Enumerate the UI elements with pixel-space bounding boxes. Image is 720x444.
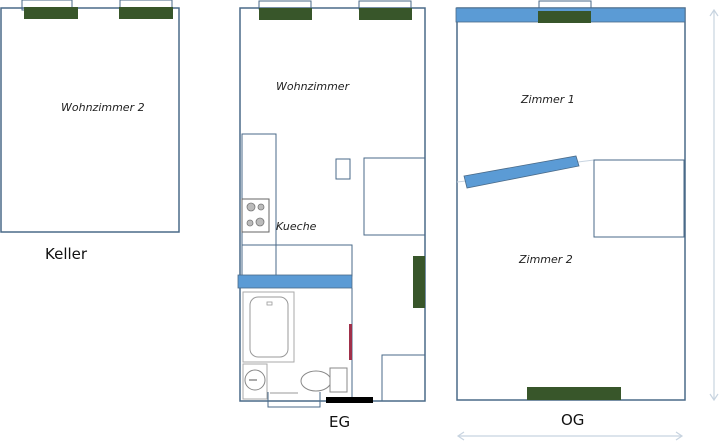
- window-icon: [538, 11, 591, 23]
- window-icon: [359, 8, 412, 20]
- room-label-wohnzimmer-2: Wohnzimmer 2: [61, 101, 145, 114]
- keller-outer-wall: [0, 7, 180, 233]
- floor-label-eg: EG: [329, 413, 351, 431]
- floor-label-og: OG: [561, 411, 585, 429]
- slanted-wall: [463, 155, 580, 189]
- room-label-zimmer-1: Zimmer 1: [521, 93, 575, 106]
- width-dimension-arrow: [456, 431, 684, 441]
- table: [363, 157, 426, 236]
- window-icon: [527, 387, 621, 400]
- height-dimension-arrow: [709, 8, 719, 402]
- og-outer-wall: [456, 7, 686, 401]
- room-label-wohnzimmer: Wohnzimmer: [276, 80, 350, 93]
- partition-line: [456, 180, 467, 183]
- window-icon: [24, 7, 78, 19]
- partition-line: [577, 159, 595, 163]
- room-label-zimmer-2: Zimmer 2: [519, 253, 573, 266]
- window-icon: [119, 7, 173, 19]
- kitchen-counter-bottom: [241, 244, 353, 277]
- chair: [335, 158, 351, 180]
- toilet-icon: [300, 367, 348, 393]
- eg-plan: [237, 0, 426, 408]
- bathtub-icon: [242, 291, 295, 363]
- window-icon: [413, 256, 425, 308]
- keller-plan: [0, 0, 180, 233]
- closet: [593, 159, 685, 238]
- closet: [381, 354, 426, 402]
- og-plan: [455, 0, 719, 441]
- blue-wall: [237, 274, 353, 289]
- window-icon: [259, 8, 312, 20]
- door-black: [326, 397, 373, 403]
- door-frame: [267, 392, 321, 408]
- door-red: [349, 324, 352, 360]
- sink-icon: [242, 363, 268, 400]
- room-label-kueche: Kueche: [276, 220, 317, 233]
- floor-label-keller: Keller: [45, 245, 88, 263]
- stove-icon: [241, 198, 270, 233]
